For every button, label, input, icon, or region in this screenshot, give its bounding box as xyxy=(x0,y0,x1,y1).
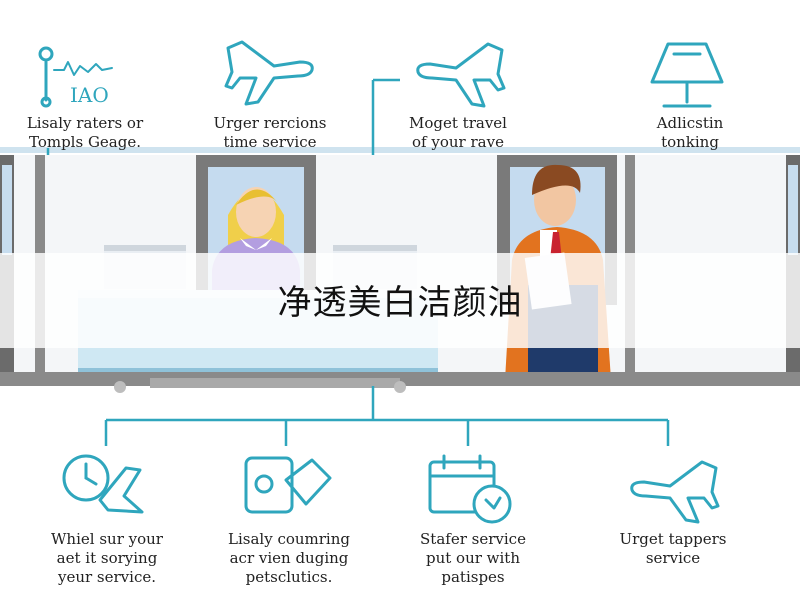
bottom-label-1-line2: aet it sorying xyxy=(56,549,158,567)
bottom-connector-lines xyxy=(104,386,670,446)
bottom-label-3-line2: put our with xyxy=(425,549,520,567)
top-label-4-line1: Adlicstin xyxy=(656,114,724,132)
top-label-1: Lisaly raters or Tompls Geage. xyxy=(5,114,165,152)
bottom-label-2-line3: petsclutics. xyxy=(245,568,333,586)
top-label-4: Adlicstin tonking xyxy=(610,114,770,152)
top-label-2: Urger rercions time service xyxy=(190,114,350,152)
lamp-icon xyxy=(650,42,724,108)
iao-gauge-icon xyxy=(38,46,113,108)
airplane-icon xyxy=(630,460,720,524)
clock-plane-icon xyxy=(62,454,144,514)
top-label-4-line2: tonking xyxy=(661,133,719,151)
bottom-label-2-line2: acr vien duging xyxy=(229,549,349,567)
bottom-label-2-line1: Lisaly coumring xyxy=(228,530,350,548)
top-label-3-line2: of your rave xyxy=(412,133,504,151)
bottom-label-4: Urget tappers service xyxy=(588,530,758,568)
banner-title: 净透美白洁颜油 xyxy=(277,283,523,323)
top-label-2-line1: Urger rercions xyxy=(213,114,327,132)
bottom-label-3: Stafer service put our with patispes xyxy=(388,530,558,587)
bottom-label-3-line3: patispes xyxy=(441,568,505,586)
document-tag-icon xyxy=(244,456,332,514)
top-label-3-line1: Moget travel xyxy=(409,114,507,132)
airplane-icon xyxy=(224,40,314,106)
calendar-clock-icon xyxy=(428,454,512,524)
bottom-label-4-line2: service xyxy=(645,549,701,567)
top-label-1-line2: Tompls Geage. xyxy=(28,133,141,151)
bottom-label-3-line1: Stafer service xyxy=(420,530,526,548)
iao-text: IAO xyxy=(70,83,109,107)
bottom-label-2: Lisaly coumring acr vien duging petsclut… xyxy=(204,530,374,587)
top-label-2-line2: time service xyxy=(223,133,317,151)
top-label-1-line1: Lisaly raters or xyxy=(26,114,144,132)
airplane-icon xyxy=(416,42,506,108)
top-label-3: Moget travel of your rave xyxy=(378,114,538,152)
bottom-label-1: Whiel sur your aet it sorying yeur servi… xyxy=(22,530,192,587)
title-banner xyxy=(0,253,800,348)
bottom-label-1-line1: Whiel sur your xyxy=(51,530,163,548)
bottom-label-4-line1: Urget tappers xyxy=(619,530,727,548)
bottom-label-1-line3: yeur service. xyxy=(57,568,156,586)
